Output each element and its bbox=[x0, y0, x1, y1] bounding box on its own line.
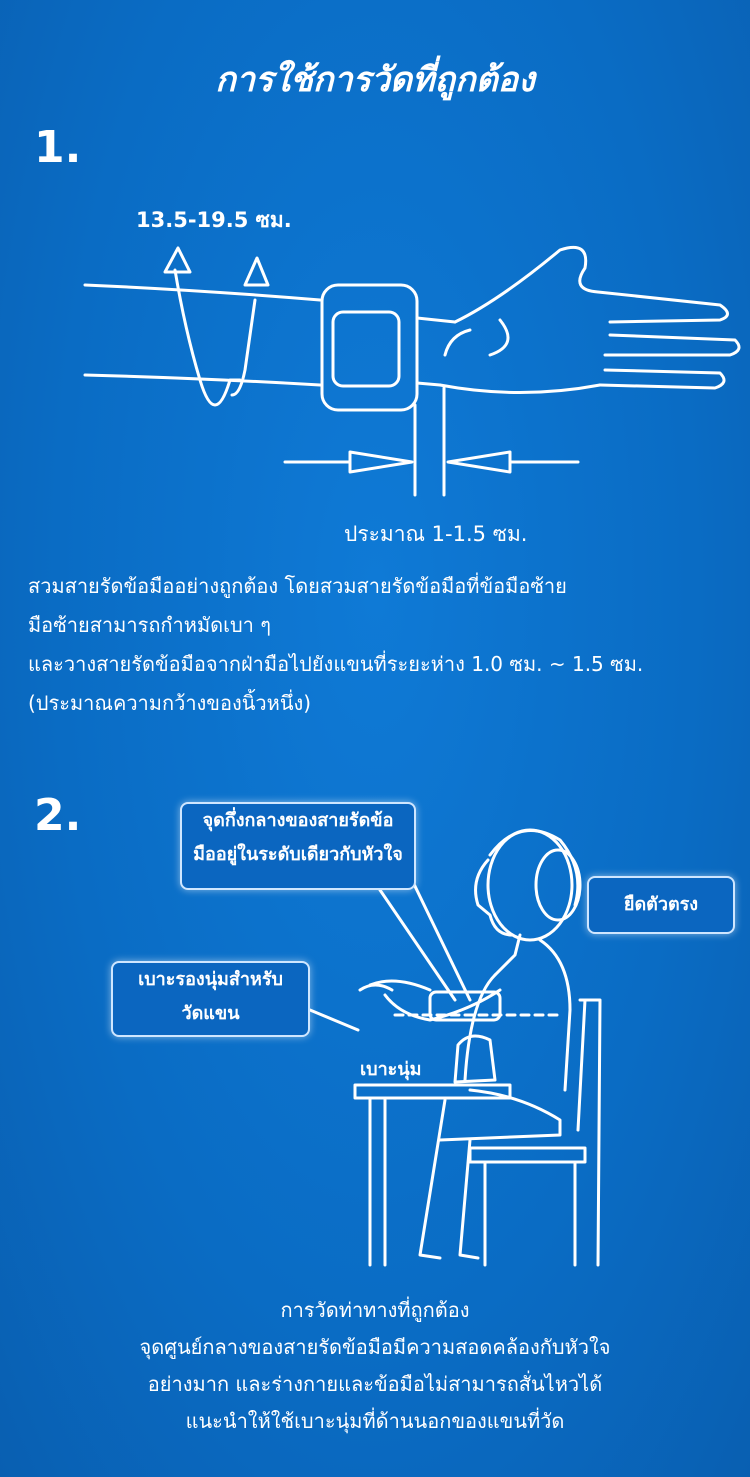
callout-line: มืออยู่ในระดับเดียวกับหัวใจ bbox=[193, 844, 403, 865]
callout-wrist-center-heart-level: จุดกึ่งกลางของสายรัดข้อ มืออยู่ในระดับเด… bbox=[180, 802, 416, 890]
step-2-number: 2. bbox=[34, 790, 82, 841]
step-1-number: 1. bbox=[34, 122, 82, 173]
instruction-line: สวมสายรัดข้อมืออย่างถูกต้อง โดยสวมสายรัด… bbox=[28, 574, 567, 598]
wrist-circumference-label: 13.5-19.5 ซม. bbox=[136, 208, 292, 232]
callout-line: จุดกึ่งกลางของสายรัดข้อ bbox=[202, 810, 394, 831]
page-title: การใช้การวัดที่ถูกต้อง bbox=[215, 60, 535, 100]
description-line: การวัดท่าทางที่ถูกต้อง bbox=[280, 1298, 470, 1322]
callout-arm-cushion: เบาะรองนุ่มสำหรับ วัดแขน bbox=[111, 961, 310, 1037]
callout-line: เบาะรองนุ่มสำหรับ bbox=[138, 969, 283, 990]
cushion-label: เบาะนุ่ม bbox=[360, 1059, 422, 1080]
step-1-instructions: สวมสายรัดข้อมืออย่างถูกต้อง โดยสวมสายรัด… bbox=[28, 567, 728, 723]
description-line: อย่างมาก และร่างกายและข้อมือไม่สามารถสั่… bbox=[147, 1372, 603, 1396]
step-2-description: การวัดท่าทางที่ถูกต้อง จุดศูนย์กลางของสา… bbox=[0, 1292, 750, 1440]
instruction-line: มือซ้ายสามารถกำหมัดเบา ๆ bbox=[28, 613, 271, 637]
callout-line: วัดแขน bbox=[181, 1003, 240, 1024]
instruction-line: (ประมาณความกว้างของนิ้วหนึ่ง) bbox=[28, 691, 312, 715]
distance-label: ประมาณ 1-1.5 ซม. bbox=[344, 522, 528, 546]
instruction-line: และวางสายรัดข้อมือจากฝ่ามือไปยังแขนที่ระ… bbox=[28, 652, 644, 676]
callout-sit-straight: ยืดตัวตรง bbox=[587, 876, 735, 934]
description-line: จุดศูนย์กลางของสายรัดข้อมือมีความสอดคล้อ… bbox=[139, 1335, 611, 1359]
description-line: แนะนำให้ใช้เบาะนุ่มที่ด้านนอกของแขนที่วั… bbox=[185, 1409, 565, 1433]
